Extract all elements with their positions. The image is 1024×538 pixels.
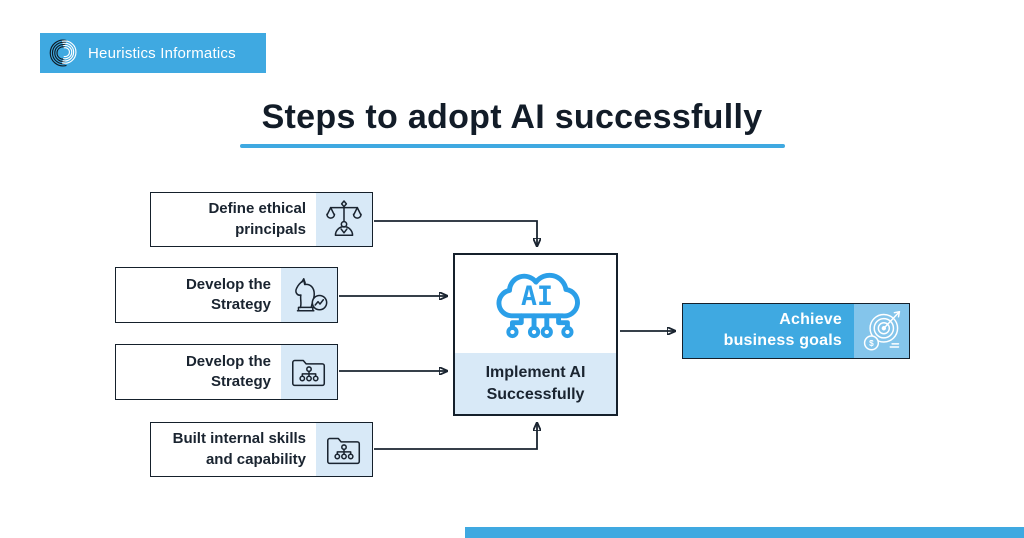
step-icon-cell: [316, 423, 372, 476]
step-label: Built internal skills and capability: [172, 430, 306, 468]
step-label: Develop the Strategy: [185, 352, 271, 390]
step-box-define-ethical-principals: Define ethical principals: [150, 192, 373, 247]
outcome-label: Achieve business goals: [723, 311, 842, 349]
logo-swirl-icon: [49, 39, 77, 67]
title-underline: [239, 144, 785, 148]
arrow-step4-to-center: [374, 423, 537, 450]
center-box-label: Implement AI Successfully: [455, 353, 616, 414]
center-box-implement-ai: AI Implement AI Successfully: [453, 253, 618, 416]
step-icon-cell: [281, 268, 337, 322]
step-label: Define ethical principals: [208, 200, 306, 238]
dollar-symbol: $: [869, 339, 874, 348]
scales-of-justice-icon: [326, 199, 362, 236]
step-box-develop-strategy-2: Develop the Strategy: [115, 344, 338, 400]
step-icon-cell: [316, 193, 372, 246]
chess-knight-chart-icon: [295, 278, 328, 312]
step-icon-cell: [281, 345, 337, 399]
outcome-icon-cell: $: [854, 304, 909, 358]
folder-hierarchy-icon: [292, 359, 326, 387]
step-label: Develop the Strategy: [185, 275, 271, 313]
step-box-built-internal-skills: Built internal skills and capability: [150, 422, 373, 477]
folder-hierarchy-icon: [327, 437, 361, 464]
center-icon-zone: AI: [455, 255, 616, 353]
brand-name: Heuristics Informatics: [88, 44, 236, 62]
page-header: Steps to adopt AI successfully: [0, 98, 1024, 148]
ai-icon-text: AI: [521, 281, 553, 312]
page-title: Steps to adopt AI successfully: [261, 98, 763, 136]
bottom-accent-bar: [465, 527, 1024, 538]
brand-bar: Heuristics Informatics: [40, 33, 266, 73]
step-box-develop-strategy-1: Develop the Strategy: [115, 267, 338, 323]
arrow-step1-to-center: [374, 220, 537, 246]
target-dart-dollar-icon: $: [863, 311, 900, 351]
ai-cloud-icon: AI: [496, 272, 580, 339]
outcome-box-achieve-business-goals: Achieve business goals $: [682, 303, 910, 359]
